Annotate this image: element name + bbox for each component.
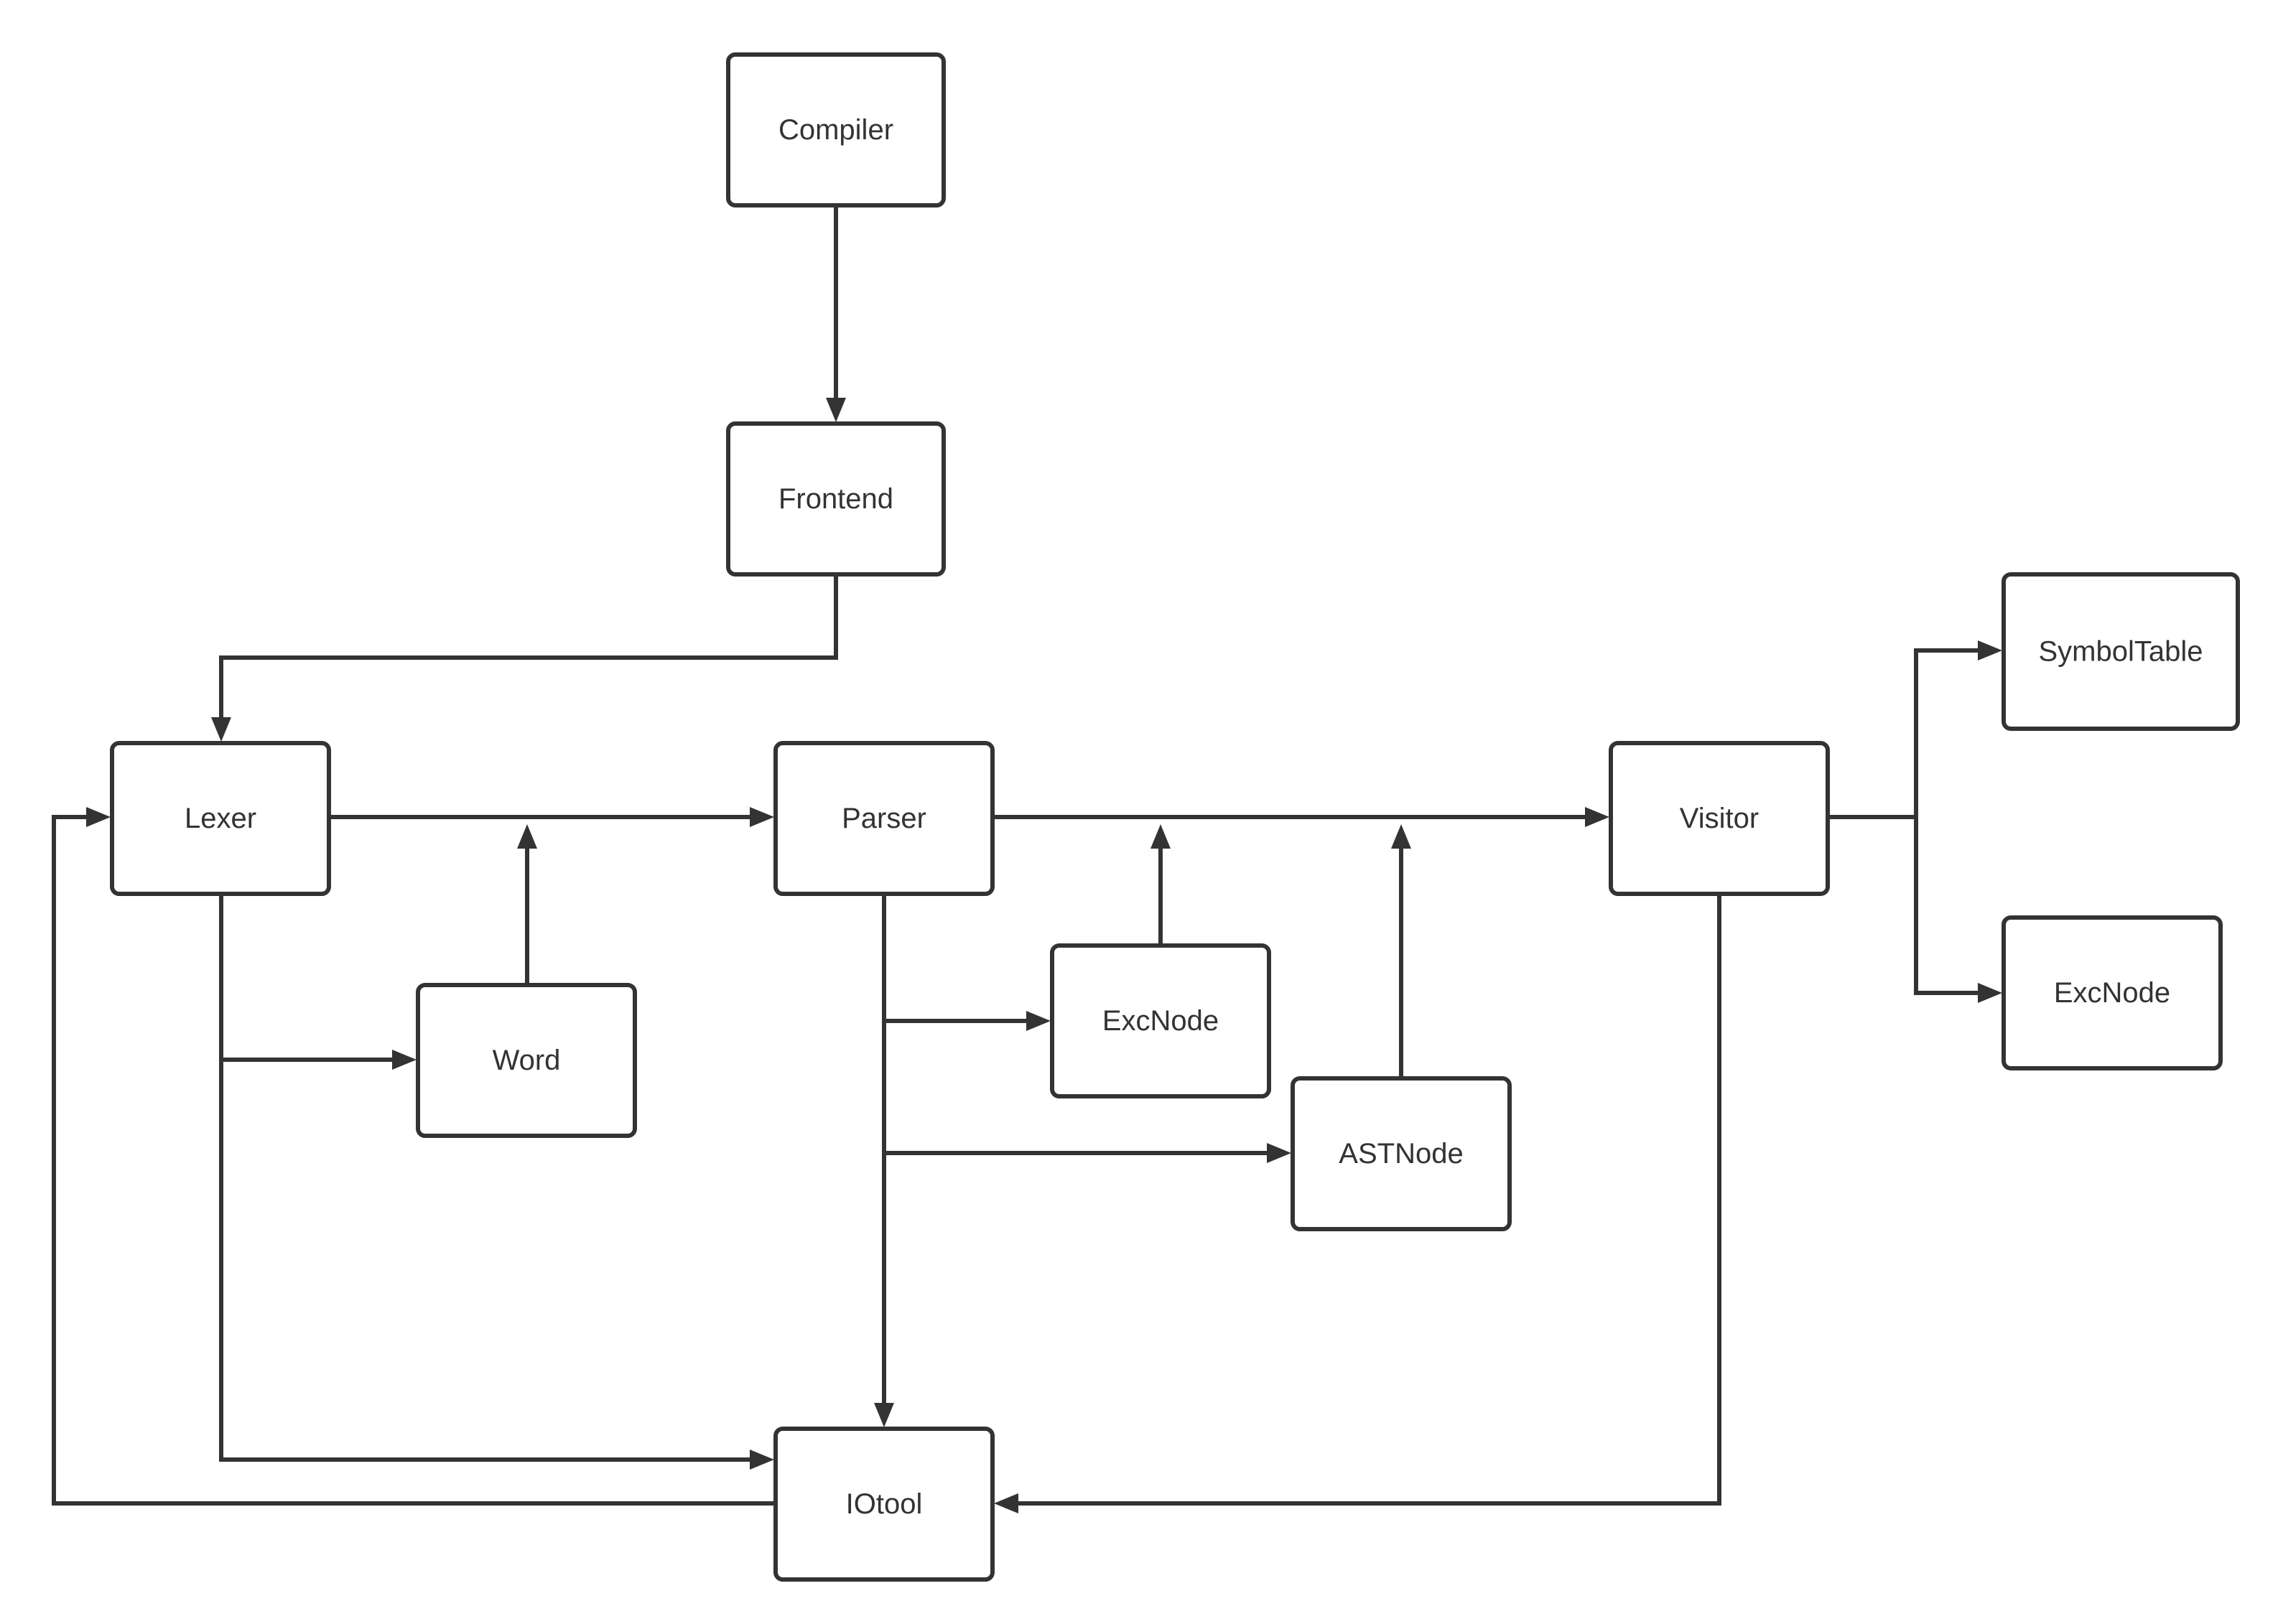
arrowhead-icon: [392, 1050, 417, 1070]
node-box: [726, 52, 946, 207]
arrowhead-icon: [1391, 824, 1411, 849]
node-label: Word: [493, 1045, 561, 1076]
node-box: [773, 1427, 995, 1582]
node-parser: Parser: [773, 741, 995, 896]
arrowhead-icon: [1585, 807, 1609, 827]
arrowhead-icon: [211, 717, 231, 742]
arrowhead-icon: [1150, 824, 1171, 849]
arrowhead-icon: [86, 807, 111, 827]
edge-word-to-lexer-parser-link: [517, 824, 537, 985]
edge-parser-to-excnode-parser: [884, 1011, 1051, 1031]
edge-visitor-to-symboltable: [1828, 640, 2002, 819]
edge-lexer-to-iotool: [219, 894, 774, 1470]
edge-visitor-to-iotool: [994, 894, 1721, 1513]
node-visitor: Visitor: [1609, 741, 1830, 896]
edge-line: [1018, 894, 1721, 1506]
node-box: [1609, 741, 1830, 896]
arrowhead-icon: [826, 398, 846, 422]
node-box: [773, 741, 995, 896]
node-label: IOtool: [846, 1488, 923, 1520]
node-word: Word: [416, 983, 637, 1138]
node-lexer: Lexer: [110, 741, 331, 896]
edge-line: [52, 815, 776, 1506]
arrowhead-icon: [750, 1450, 774, 1470]
node-label: ASTNode: [1339, 1138, 1463, 1170]
arrowhead-icon: [1267, 1143, 1291, 1163]
node-label: Lexer: [185, 803, 256, 834]
edge-iotool-to-lexer: [52, 807, 776, 1506]
edge-frontend-to-lexer: [211, 574, 838, 742]
edge-parser-to-visitor: [992, 807, 1609, 827]
arrowhead-icon: [1026, 1011, 1051, 1031]
node-label: Frontend: [778, 483, 893, 515]
node-astnode: ASTNode: [1291, 1076, 1512, 1231]
node-box: [2002, 572, 2240, 731]
node-box: [1291, 1076, 1512, 1231]
edge-lexer-to-word: [221, 1050, 417, 1070]
node-box: [726, 421, 946, 577]
node-symboltable: SymbolTable: [2002, 572, 2240, 731]
edge-compiler-to-frontend: [826, 205, 846, 422]
edge-excnode-parser-to-parser-visitor-link: [1150, 824, 1171, 946]
node-box: [2002, 915, 2223, 1070]
node-label: ExcNode: [2054, 977, 2170, 1009]
edge-line: [219, 574, 838, 717]
edge-parser-to-astnode: [884, 1143, 1291, 1163]
node-label: Visitor: [1680, 803, 1759, 834]
edge-line: [1828, 648, 1978, 819]
arrowhead-icon: [1978, 640, 2002, 661]
edge-parser-to-iotool: [874, 894, 894, 1427]
node-label: Parser: [842, 803, 926, 834]
arrowhead-icon: [874, 1403, 894, 1427]
edge-line: [219, 894, 750, 1462]
edges: [52, 205, 2002, 1513]
arrowhead-icon: [994, 1493, 1018, 1513]
node-label: ExcNode: [1102, 1005, 1219, 1037]
node-iotool: IOtool: [773, 1427, 995, 1582]
node-label: SymbolTable: [2038, 636, 2203, 668]
edge-visitor-to-excnode-visitor: [1914, 817, 2002, 1003]
node-box: [110, 741, 331, 896]
edge-line: [1914, 817, 1978, 995]
node-box: [1050, 943, 1271, 1098]
node-label: Compiler: [778, 114, 893, 146]
edge-lexer-to-parser: [329, 807, 774, 827]
node-compiler: Compiler: [726, 52, 946, 207]
node-excnode-parser: ExcNode: [1050, 943, 1271, 1098]
node-frontend: Frontend: [726, 421, 946, 577]
arrowhead-icon: [517, 824, 537, 849]
node-box: [416, 983, 637, 1138]
arrowhead-icon: [1978, 983, 2002, 1003]
edge-astnode-to-parser-visitor-link: [1391, 824, 1411, 1078]
arrowhead-icon: [750, 807, 774, 827]
node-excnode-visitor: ExcNode: [2002, 915, 2223, 1070]
